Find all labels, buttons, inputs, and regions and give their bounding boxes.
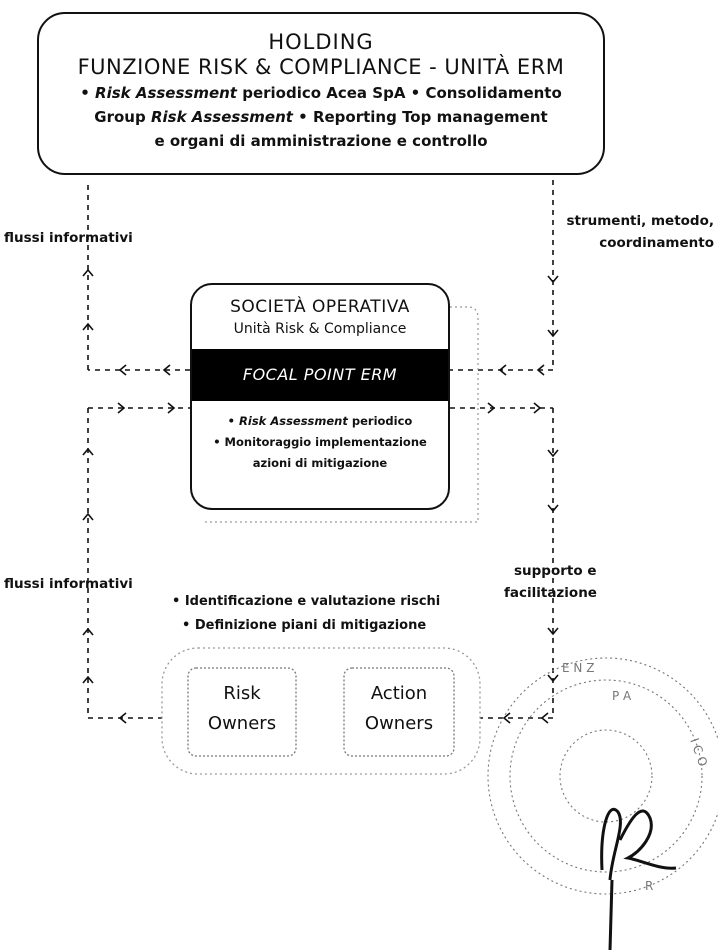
arrow-right-low-3 [487,402,496,414]
official-stamp [487,657,718,895]
operativa-box: SOCIETÀ OPERATIVA Unità Risk & Complianc… [190,283,450,510]
holding-line-2-start: Group [94,108,151,126]
arrow-left-right-top [536,364,545,376]
risk-owners-line-1: Risk [223,683,261,704]
svg-text:P A: P A [612,689,632,703]
operativa-unit: Unità Risk & Compliance [233,321,407,337]
focal-point-label: FOCAL POINT ERM [242,365,398,384]
arrow-left-top-1 [118,364,127,376]
holding-function: FUNZIONE RISK & COMPLIANCE - UNITÀ ERM [77,55,565,79]
arrow-left-bottom-1 [118,712,127,724]
flow-label-support-1: supporto e [514,563,597,579]
operativa-item-1-rest: periodico [347,414,413,428]
owner-activity-2: • Definizione piani di mitigazione [182,618,427,633]
arrow-right-low-1 [117,402,126,414]
owner-activity-1: • Identificazione e valutazione rischi [172,594,441,609]
holding-line-1-bullet: • [80,84,96,102]
holding-line-1-italic: Risk Assessment [95,84,237,102]
risk-owners-line-2: Owners [207,713,277,734]
flow-label-tools-2: coordinamento [599,235,714,251]
flow-label-info-top: flussi informativi [4,230,133,246]
stamp-lettering: E N Z I C O P A R [562,661,710,893]
arrow-up-left-6 [82,675,94,684]
arrow-down-right-5 [547,627,559,636]
signature-mark [600,808,677,950]
arrow-up-left-2 [82,322,94,331]
svg-text:I C O: I C O [687,736,710,768]
operativa-item-2: • Monitoraggio implementazione [213,435,427,449]
svg-text:R: R [645,879,653,893]
holding-line-2-italic: Risk Assessment [150,108,293,126]
flow-label-support-2: facilitazione [504,585,597,601]
holding-line-1-rest: periodico Acea SpA • Consolidamento [236,84,562,102]
arrow-down-right-4 [547,504,559,513]
arrow-down-right-1 [547,275,559,284]
holding-title: HOLDING [268,30,374,54]
holding-line-2: Group Risk Assessment • Reporting Top ma… [39,105,603,129]
flow-label-info-bottom: flussi informativi [4,576,133,592]
arrow-up-left-1 [82,268,94,277]
arrow-right-low-2 [167,402,176,414]
operativa-title: SOCIETÀ OPERATIVA [230,297,410,317]
risk-owners-frame [187,667,297,757]
focal-point-band: FOCAL POINT ERM [192,349,448,401]
operativa-item-1-bullet: • [227,414,240,428]
arrow-down-right-3 [547,449,559,458]
arrow-up-left-4 [82,512,94,521]
arrow-left-bottom-3 [540,712,549,724]
arrow-down-right-2 [547,329,559,338]
arrow-up-left-5 [82,627,94,636]
risk-owners-box: Risk Owners [188,682,296,736]
action-owners-line-2: Owners [364,713,434,734]
holding-line-1: • Risk Assessment periodico Acea SpA • C… [39,81,603,105]
flow-label-tools-1: strumenti, metodo, [566,213,714,229]
arrow-left-right-top-2 [498,364,507,376]
holding-line-2-rest: • Reporting Top management [292,108,548,126]
action-owners-line-1: Action [370,683,428,704]
operativa-item-1: • Risk Assessment periodico [192,411,448,432]
operativa-item-1-italic: Risk Assessment [239,414,348,428]
arrow-right-low-4 [533,402,542,414]
svg-text:E N Z: E N Z [562,661,594,675]
arrow-left-top-2 [162,364,171,376]
holding-box: HOLDING FUNZIONE RISK & COMPLIANCE - UNI… [37,12,605,175]
action-owners-frame [343,667,455,757]
arrow-up-left-3 [82,447,94,456]
arrow-left-bottom-2 [502,712,511,724]
owners-group-frame [161,647,481,775]
action-owners-box: Action Owners [344,682,454,736]
holding-line-3: e organi di amministrazione e controllo [154,132,488,150]
arrow-down-right-6 [547,674,559,683]
operativa-item-3: azioni di mitigazione [252,456,388,470]
